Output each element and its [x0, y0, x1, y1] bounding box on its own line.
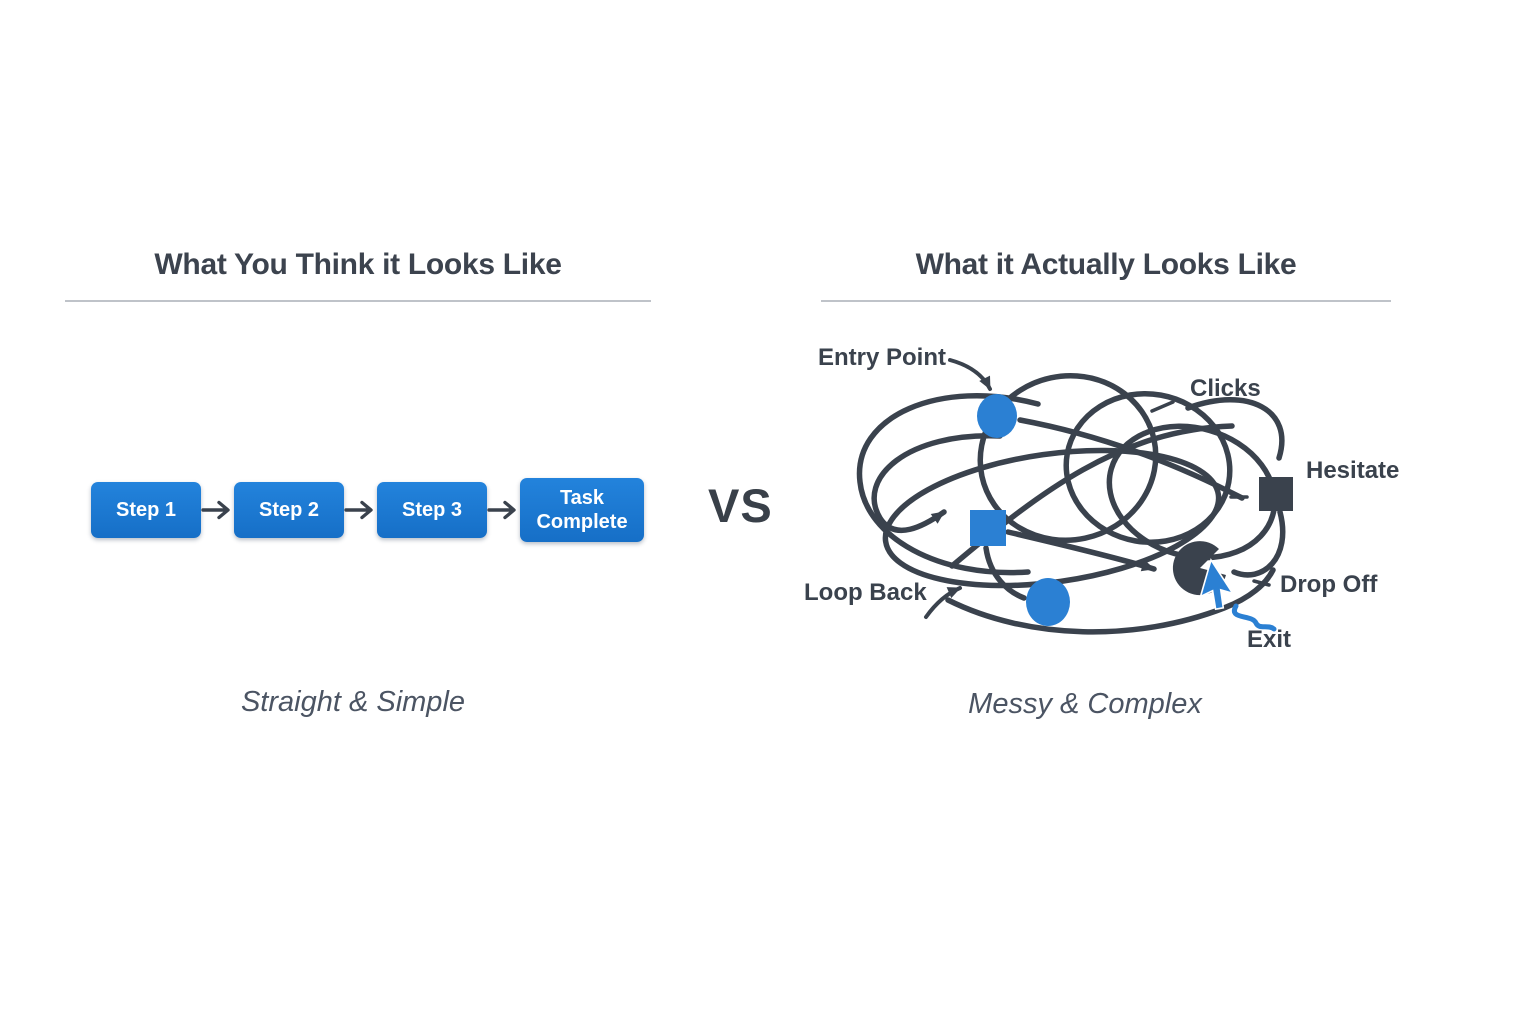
hesitate-node — [1259, 477, 1293, 511]
flow-arrow-icon — [344, 500, 373, 520]
blue-square-node — [970, 510, 1006, 546]
flow-arrow-icon — [487, 500, 516, 520]
left-panel-title: What You Think it Looks Like — [65, 248, 651, 302]
blue-circle-node — [1026, 578, 1070, 626]
clicks-tick — [1150, 400, 1175, 413]
right-caption: Messy & Complex — [968, 688, 1202, 720]
step-3-box: Step 3 — [377, 482, 487, 538]
tangle-paths — [856, 372, 1286, 635]
step-2-box: Step 2 — [234, 482, 344, 538]
right-panel-title: What it Actually Looks Like — [821, 248, 1391, 302]
label-ticks — [1150, 400, 1271, 587]
exit-squiggle — [1231, 603, 1277, 632]
hesitate-label: Hesitate — [1306, 457, 1399, 484]
drop-off-label: Drop Off — [1280, 571, 1378, 598]
linear-flow-diagram: Step 1 Step 2 Step 3 Task Complete — [91, 478, 644, 542]
entry-point-label: Entry Point — [818, 344, 946, 371]
task-complete-box: Task Complete — [520, 478, 644, 542]
drop-off-tick — [1252, 579, 1271, 587]
messy-journey-diagram: Entry Point Clicks Hesitate Drop Off Exi… — [804, 344, 1399, 653]
step-1-box: Step 1 — [91, 482, 201, 538]
clicks-label: Clicks — [1190, 375, 1261, 402]
annotation-arrows — [924, 358, 992, 619]
entry-point-arrow-icon — [948, 358, 992, 391]
loop-back-label: Loop Back — [804, 579, 927, 606]
flow-arrow-icon — [201, 500, 230, 520]
exit-label: Exit — [1247, 626, 1291, 653]
entry-point-node — [977, 394, 1017, 438]
vs-label: VS — [708, 479, 773, 532]
loop-back-arrow-icon — [924, 586, 962, 619]
cursor-icon — [1199, 558, 1235, 611]
left-caption: Straight & Simple — [240, 686, 466, 718]
